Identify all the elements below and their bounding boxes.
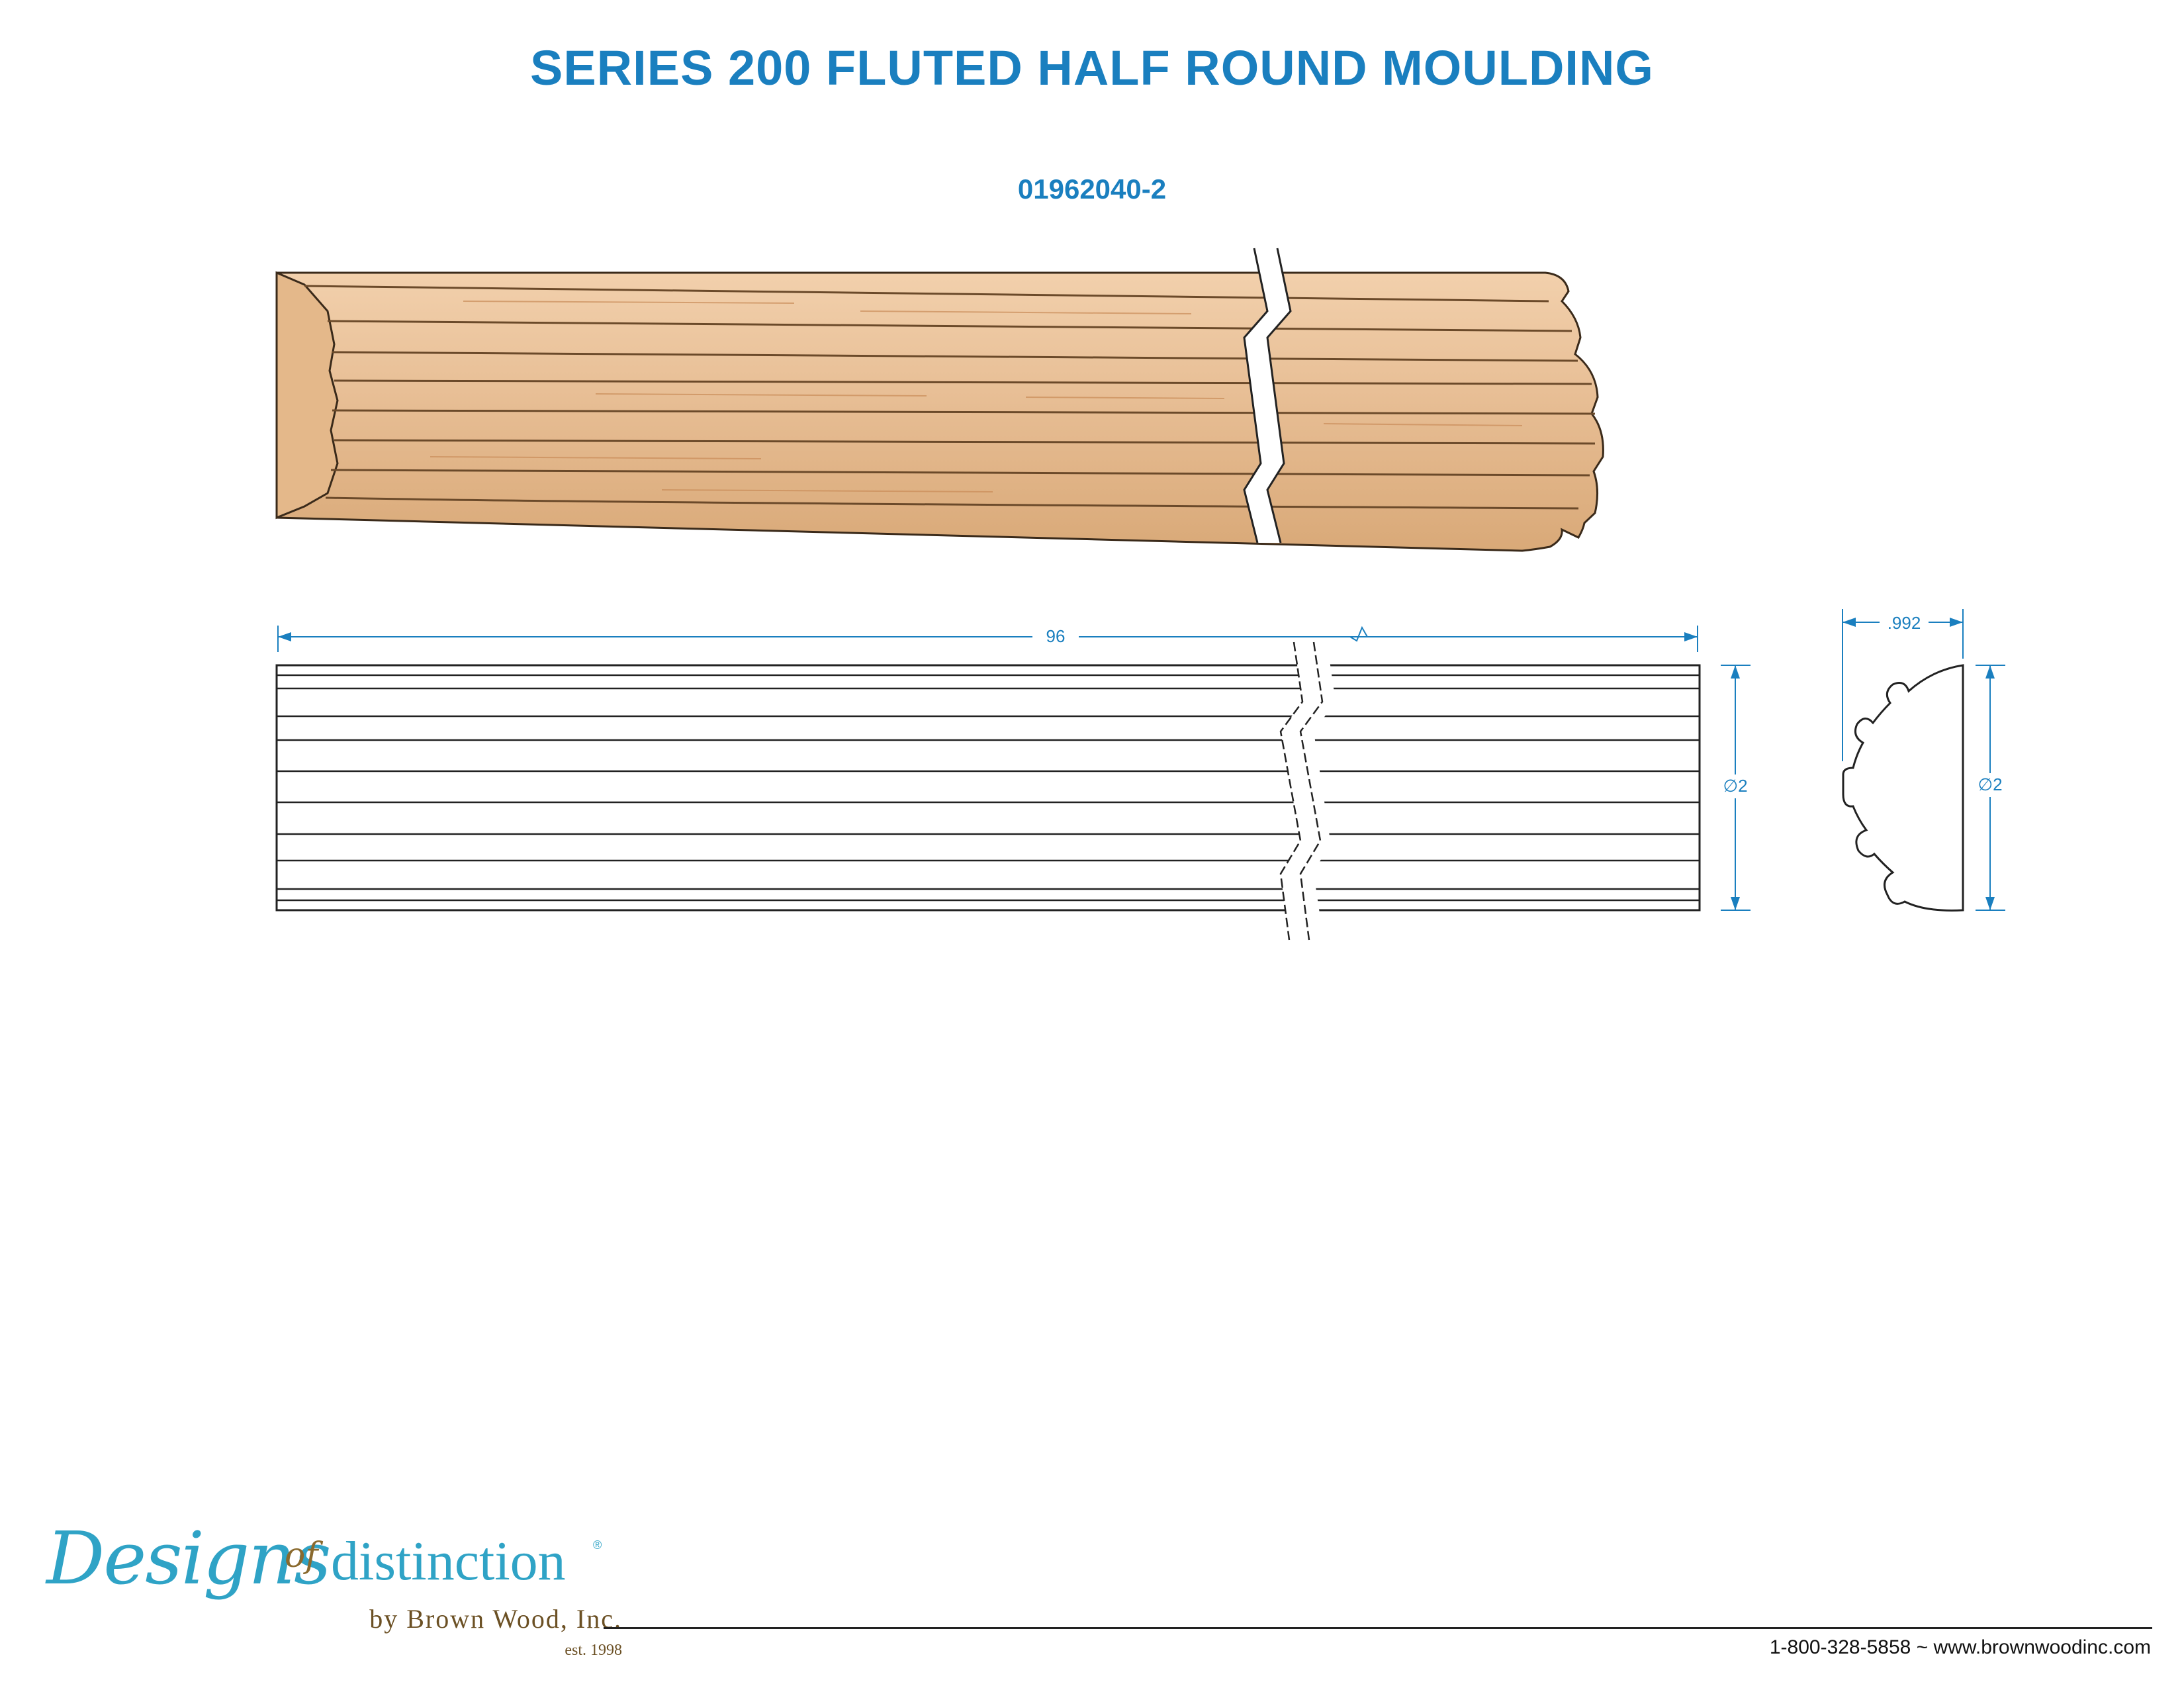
profile-height-dim-text: ∅2 xyxy=(1978,774,2002,794)
logo-registered-mark: ® xyxy=(593,1538,602,1552)
moulding-end-face xyxy=(275,271,339,520)
end-profile: .992 ∅2 xyxy=(1842,609,2009,912)
profile-height-arrow-bottom xyxy=(1985,897,1995,910)
side-height-arrow-bottom xyxy=(1731,897,1740,910)
length-dim-arrow-right xyxy=(1684,632,1698,641)
moulding-break-line-left xyxy=(1243,248,1269,543)
page-title: SERIES 200 FLUTED HALF ROUND MOULDING xyxy=(530,40,1654,95)
logo-by-line: by Brown Wood, Inc. xyxy=(369,1604,622,1634)
side-height-text-bg xyxy=(1717,774,1754,798)
side-height-dim-text: ∅2 xyxy=(1723,776,1747,796)
logo-designs: Designs xyxy=(46,1516,332,1601)
side-outline xyxy=(275,664,1701,912)
moulding-render xyxy=(275,248,1604,552)
side-break-gap xyxy=(1281,642,1336,940)
logo-distinction: distinction xyxy=(331,1530,566,1592)
part-number: 01962040-2 xyxy=(1017,173,1167,205)
profile-height-text-bg xyxy=(1971,773,2009,797)
length-dim-text-bg xyxy=(1032,625,1079,649)
logo-of: of xyxy=(285,1536,318,1575)
footer-rule xyxy=(604,1627,2152,1629)
length-dim-text: 96 xyxy=(1046,626,1066,646)
profile-height-arrow-top xyxy=(1985,665,1995,679)
moulding-break-line-right xyxy=(1266,248,1292,543)
side-break-line-left xyxy=(1279,641,1304,941)
profile-depth-arrow-right xyxy=(1950,618,1963,627)
side-break-line-right xyxy=(1299,641,1324,941)
side-elevation: 96 ∅2 xyxy=(275,625,1754,941)
moulding-break-gap xyxy=(1244,248,1291,543)
profile-depth-dim-text: .992 xyxy=(1888,613,1921,633)
wood-grain xyxy=(430,301,1523,492)
profile-depth-arrow-left xyxy=(1843,618,1856,627)
company-logo: Designs of distinction ® by Brown Wood, … xyxy=(46,1516,622,1668)
profile-shape xyxy=(1842,664,1964,912)
length-dim-arrow-left xyxy=(278,632,291,641)
side-height-arrow-top xyxy=(1731,665,1740,679)
profile-depth-text-bg xyxy=(1880,610,1929,633)
length-dim-break-mark xyxy=(1349,626,1368,642)
side-flute-lines xyxy=(277,674,1700,902)
footer-contact: 1-800-328-5858 ~ www.brownwoodinc.com xyxy=(1769,1636,2151,1658)
logo-est: est. 1998 xyxy=(565,1642,622,1659)
